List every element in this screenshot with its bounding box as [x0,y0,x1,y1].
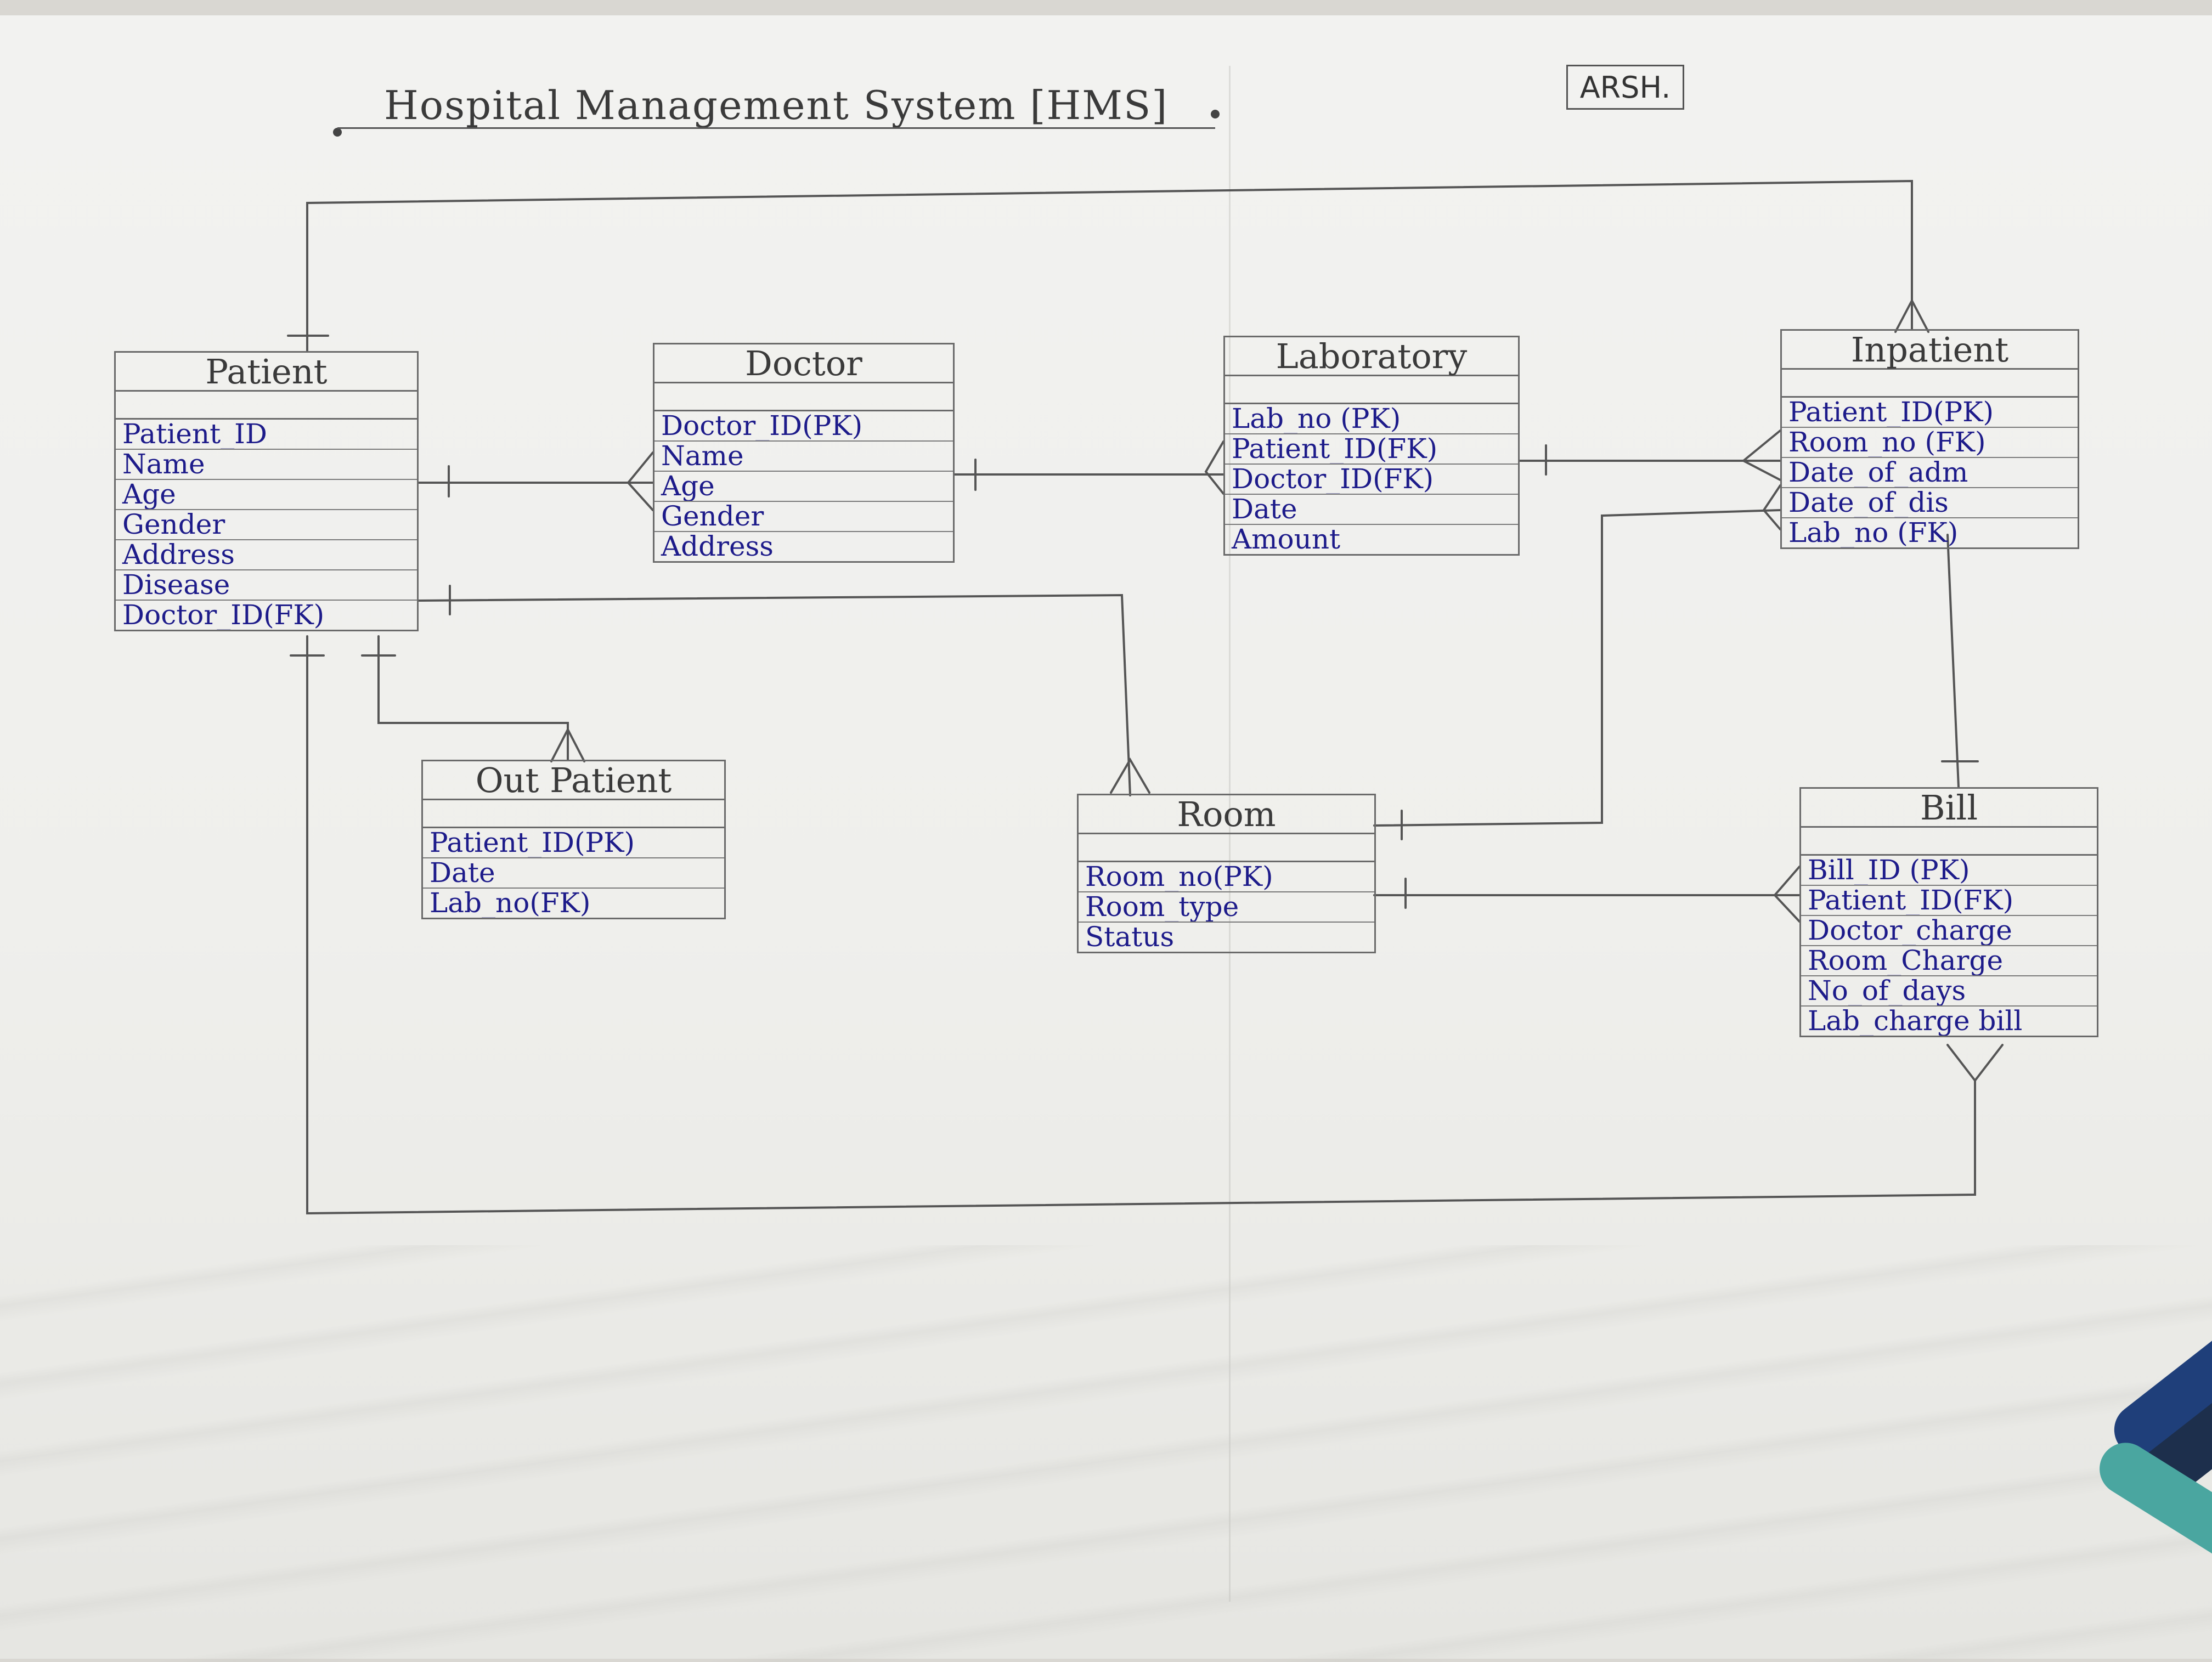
entity-attribute: Gender [654,502,953,532]
entity-attribute: Lab_charge bill [1808,1007,2023,1036]
entity-attribute: Room_Charge [1801,946,2097,976]
entity-attribute: Lab_no(FK) [430,889,591,918]
entity-attribute: Address [116,540,417,570]
rel-patient-room [417,593,1131,796]
entity-title: Inpatient [1782,330,2078,370]
entity-attribute: Amount [1232,525,1341,554]
many-mark-room [1110,757,1150,794]
entity-attribute: Doctor_ID(FK) [122,601,325,630]
entity-attribute: Age [116,480,417,510]
entity-attribute: Date_of_adm [1782,458,2078,488]
entity-title: Out Patient [423,760,724,800]
rel-patient-bill [306,635,1976,1215]
entity-divider [1801,828,2097,856]
entity-attribute: Name [654,442,953,472]
entity-attribute: Address [661,532,774,561]
entity-divider [116,392,417,420]
entity-attribute: Age [654,472,953,502]
rel-patient-inpatient [306,179,1913,352]
entity-attribute: Doctor_ID(PK) [654,411,953,442]
entity-attribute: Patient_ID(FK) [1801,886,2097,916]
many-mark-bill-bottom [1946,1044,2004,1083]
entity-attribute: Date [423,858,724,889]
entity-title: Patient [116,352,417,392]
entity-divider [1782,370,2078,398]
many-mark-inpatient-top [1894,298,1929,333]
entity-divider [654,383,953,411]
author-box: ARSH. [1566,65,1684,110]
many-mark-lab [1204,440,1224,495]
rel-room-inpatient [1373,509,1781,827]
entity-attribute: Room_type [1079,892,1374,923]
entity-attribute: Doctor_charge [1801,916,2097,946]
entity-attribute: Disease [116,570,417,601]
entity-divider [1225,376,1518,404]
entity-title: Doctor [654,343,953,383]
entity-divider [423,800,724,828]
rel-patient-outpatient [377,635,569,761]
entity-divider [1079,834,1374,862]
rel-inpatient-bill [1946,534,1960,788]
title-dot-left [333,128,342,137]
entity-attribute: Gender [116,510,417,540]
diagram-title: Hospital Management System [HMS] [384,82,1169,128]
title-underline [337,127,1215,129]
paper-background [0,15,2212,1659]
many-mark-bill-room [1773,866,1801,923]
entity-title: Laboratory [1225,336,1518,376]
entity-attribute: Doctor_ID(FK) [1225,465,1518,495]
entity-attribute: Room_no (FK) [1782,428,2078,458]
paper-wrinkles [0,1245,2212,1662]
entity-attribute: Lab_no (FK) [1788,518,1959,547]
title-dot-right [1211,110,1220,118]
many-mark-doctor [627,451,654,511]
entity-attribute: Date [1225,495,1518,525]
entity-attribute: Patient_ID(PK) [423,828,724,858]
entity-attribute: Room_no(PK) [1079,862,1374,892]
entity-title: Room [1079,794,1374,834]
entity-attribute: Lab_no (PK) [1225,404,1518,434]
many-mark-inpatient-room [1762,484,1781,530]
many-mark-outpatient [550,727,585,762]
entity-title: Bill [1801,788,2097,828]
entity-attribute: Name [116,450,417,480]
entity-attribute: Patient_ID(FK) [1225,434,1518,465]
entity-attribute: Date_of_dis [1782,488,2078,518]
entity-attribute: Status [1085,923,1175,952]
entity-attribute: Bill_ID (PK) [1801,856,2097,886]
many-mark-inpatient-lab [1741,429,1781,481]
entity-attribute: No_of_days [1801,976,2097,1007]
entity-attribute: Patient_ID [116,420,417,450]
entity-attribute: Patient_ID(PK) [1782,398,2078,428]
